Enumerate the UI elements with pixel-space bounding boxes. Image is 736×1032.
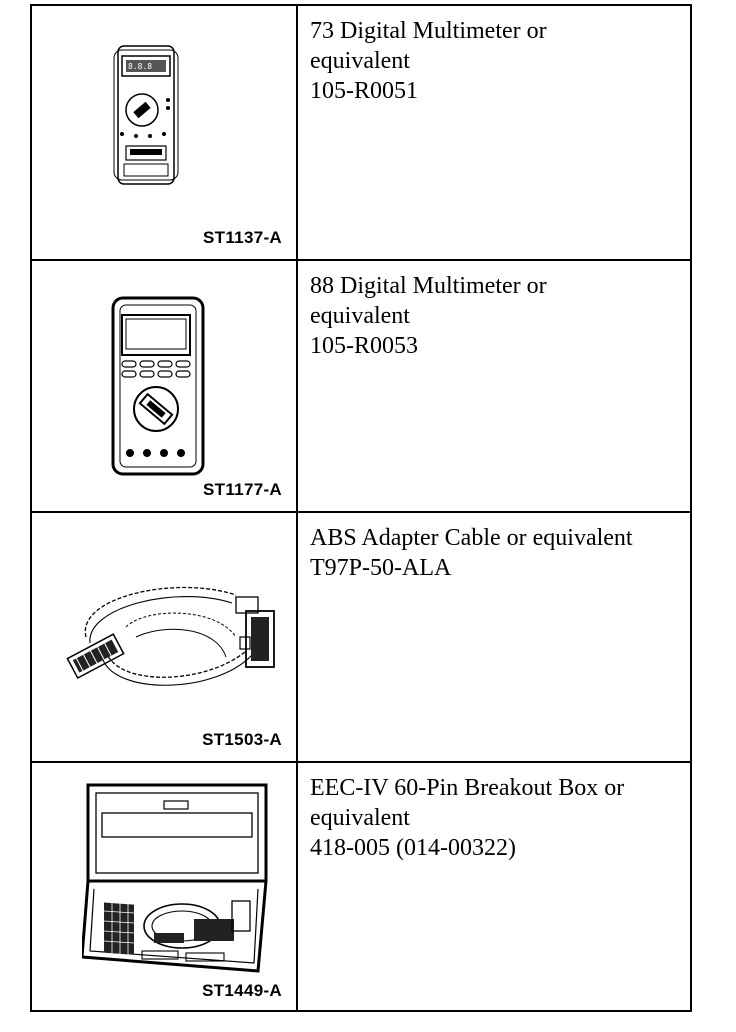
- tool-name-continued: equivalent: [310, 805, 410, 831]
- tool-image-cell: ST1177-A: [32, 261, 298, 511]
- tool-image-cell: 8.8.8 ST1137-A: [32, 6, 298, 259]
- table-row: 8.8.8 ST1137-A 73 Digital Multimeter or …: [32, 6, 690, 261]
- tool-description-cell: 88 Digital Multimeter or equivalent 105-…: [298, 261, 690, 511]
- breakout-box-icon: [82, 783, 268, 973]
- table-row: ST1449-A EEC-IV 60-Pin Breakout Box or e…: [32, 763, 690, 1012]
- tool-description-cell: EEC-IV 60-Pin Breakout Box or equivalent…: [298, 763, 690, 1012]
- tool-name: 88 Digital Multimeter or: [310, 273, 547, 299]
- part-number: 105-R0053: [310, 333, 418, 359]
- tool-name: EEC-IV 60-Pin Breakout Box or: [310, 775, 625, 801]
- illustration-caption: ST1449-A: [202, 981, 282, 1000]
- tool-name: 73 Digital Multimeter or: [310, 18, 547, 44]
- tool-description-cell: ABS Adapter Cable or equivalent T97P-50-…: [298, 513, 690, 761]
- tool-image-cell: ST1503-A: [32, 513, 298, 761]
- multimeter-73-icon: 8.8.8: [113, 45, 179, 185]
- tool-description-cell: 73 Digital Multimeter or equivalent 105-…: [298, 6, 690, 259]
- illustration-caption: ST1503-A: [202, 730, 282, 749]
- tool-name: ABS Adapter Cable or equivalent: [310, 525, 633, 551]
- illustration-caption: ST1137-A: [203, 228, 282, 247]
- part-number: T97P-50-ALA: [310, 555, 452, 581]
- tool-name-continued: equivalent: [310, 303, 410, 329]
- tool-image-cell: ST1449-A: [32, 763, 298, 1012]
- tool-name-continued: equivalent: [310, 48, 410, 74]
- svg-text:8.8.8: 8.8.8: [128, 62, 152, 71]
- illustration-caption: ST1177-A: [203, 480, 282, 499]
- part-number: 418-005 (014-00322): [310, 835, 516, 861]
- multimeter-88-icon: [111, 296, 205, 476]
- adapter-cable-icon: [66, 586, 275, 686]
- table-row: ST1177-A 88 Digital Multimeter or equiva…: [32, 261, 690, 513]
- part-number: 105-R0051: [310, 78, 418, 104]
- table-row: ST1503-A ABS Adapter Cable or equivalent…: [32, 513, 690, 763]
- special-tools-table: 8.8.8 ST1137-A 73 Digital Multimeter or …: [30, 4, 692, 1012]
